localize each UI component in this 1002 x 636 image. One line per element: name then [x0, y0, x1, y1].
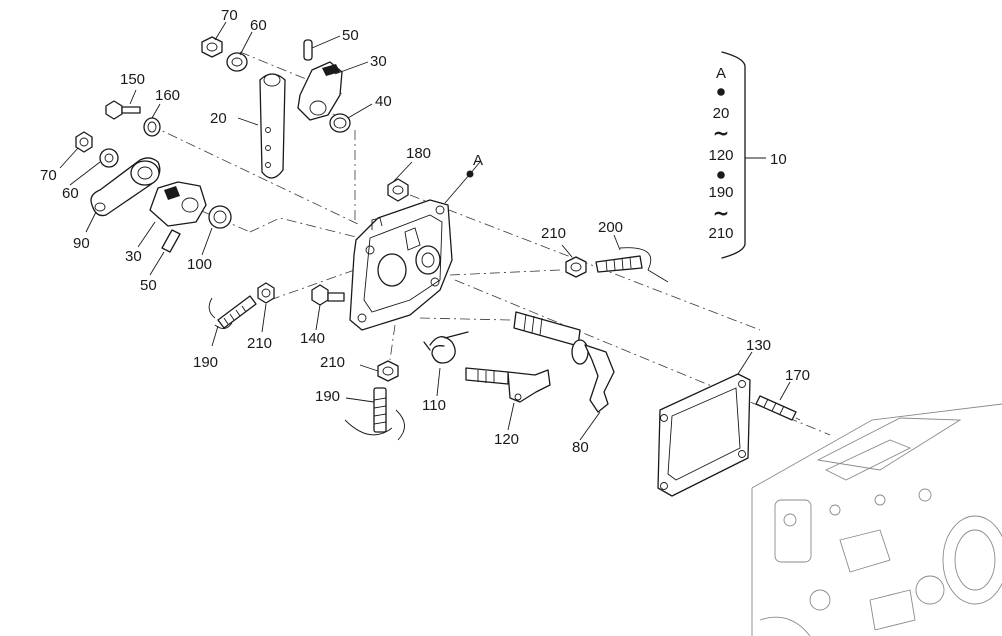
legend-dot-1 — [717, 88, 725, 96]
legend-item-3: 190 — [708, 184, 733, 201]
callout-210-middle: 210 — [320, 354, 345, 371]
callout-30-top: 30 — [370, 53, 387, 70]
callout-A: A — [473, 152, 483, 169]
callout-190-bottom: 190 — [315, 388, 340, 405]
part-bolt-140 — [311, 284, 345, 306]
part-nut-70-top — [201, 36, 223, 58]
callout-30-left: 30 — [125, 248, 142, 265]
legend-dot-2 — [717, 171, 725, 179]
part-lever-shaft-80 — [513, 311, 615, 413]
callout-40: 40 — [375, 93, 392, 110]
callout-130: 130 — [746, 337, 771, 354]
part-bushing-100 — [208, 205, 232, 229]
engine-block — [751, 403, 1002, 636]
part-lever-20 — [259, 73, 286, 179]
part-washer-60-top — [226, 52, 248, 72]
part-stud-170 — [755, 395, 797, 421]
part-nut-180 — [387, 178, 409, 202]
callout-150: 150 — [120, 71, 145, 88]
part-nut-210-right — [565, 256, 587, 278]
legend-item-4: 210 — [708, 225, 733, 242]
part-housing-A — [349, 199, 453, 331]
callout-140: 140 — [300, 330, 325, 347]
legend-group-ref: 10 — [770, 151, 787, 168]
legend-start: A — [716, 65, 726, 82]
callout-110: 110 — [422, 397, 446, 414]
callout-leader-lines — [59, 21, 791, 441]
callout-labels: 70 60 50 30 20 40 150 160 180 A 70 60 90… — [40, 7, 810, 456]
part-nut-210-middle — [377, 360, 399, 382]
callout-20: 20 — [210, 110, 227, 127]
callout-180: 180 — [406, 145, 431, 162]
group-legend: A 20 ~ 120 190 ~ 210 10 — [708, 51, 787, 259]
part-screw-190-bottom — [344, 387, 405, 441]
part-gasket-130 — [657, 373, 751, 497]
callout-50-top: 50 — [342, 27, 359, 44]
part-bolt-150 — [105, 100, 141, 120]
part-pin-50-left — [161, 229, 181, 253]
part-clamp-30-left — [149, 181, 207, 227]
callout-170: 170 — [785, 367, 810, 384]
part-lever-90 — [90, 157, 161, 217]
callout-70-left: 70 — [40, 167, 57, 184]
callout-160: 160 — [155, 87, 180, 104]
callout-200: 200 — [598, 219, 623, 236]
callout-100: 100 — [187, 256, 212, 273]
part-ring-40 — [329, 113, 351, 133]
callout-190-left: 190 — [193, 354, 218, 371]
part-spring-110 — [423, 331, 469, 364]
callout-70-top: 70 — [221, 7, 238, 24]
callout-210-right: 210 — [541, 225, 566, 242]
part-nut-70-left — [75, 131, 93, 153]
callout-60-top: 60 — [250, 17, 267, 34]
housing-reference-dot — [466, 170, 474, 178]
part-shaft-120 — [465, 367, 551, 403]
part-screw-190-left — [208, 295, 257, 329]
part-pin-50-top — [303, 39, 313, 61]
callout-120: 120 — [494, 431, 519, 448]
part-washer-60-left — [99, 148, 119, 168]
callout-80: 80 — [572, 439, 589, 456]
part-clamp-30-top — [297, 61, 343, 121]
part-nut-210-left — [257, 282, 275, 304]
legend-item-2: 120 — [708, 147, 733, 164]
legend-item-1: 20 — [713, 105, 730, 122]
part-washer-160 — [143, 117, 161, 137]
legend-range-mark-2: ~ — [713, 201, 730, 225]
callout-50-left: 50 — [140, 277, 157, 294]
callout-210-left: 210 — [247, 335, 272, 352]
callout-60-left: 60 — [62, 185, 79, 202]
legend-range-mark-1: ~ — [713, 121, 730, 145]
callout-90: 90 — [73, 235, 90, 252]
part-screw-200 — [595, 247, 669, 283]
